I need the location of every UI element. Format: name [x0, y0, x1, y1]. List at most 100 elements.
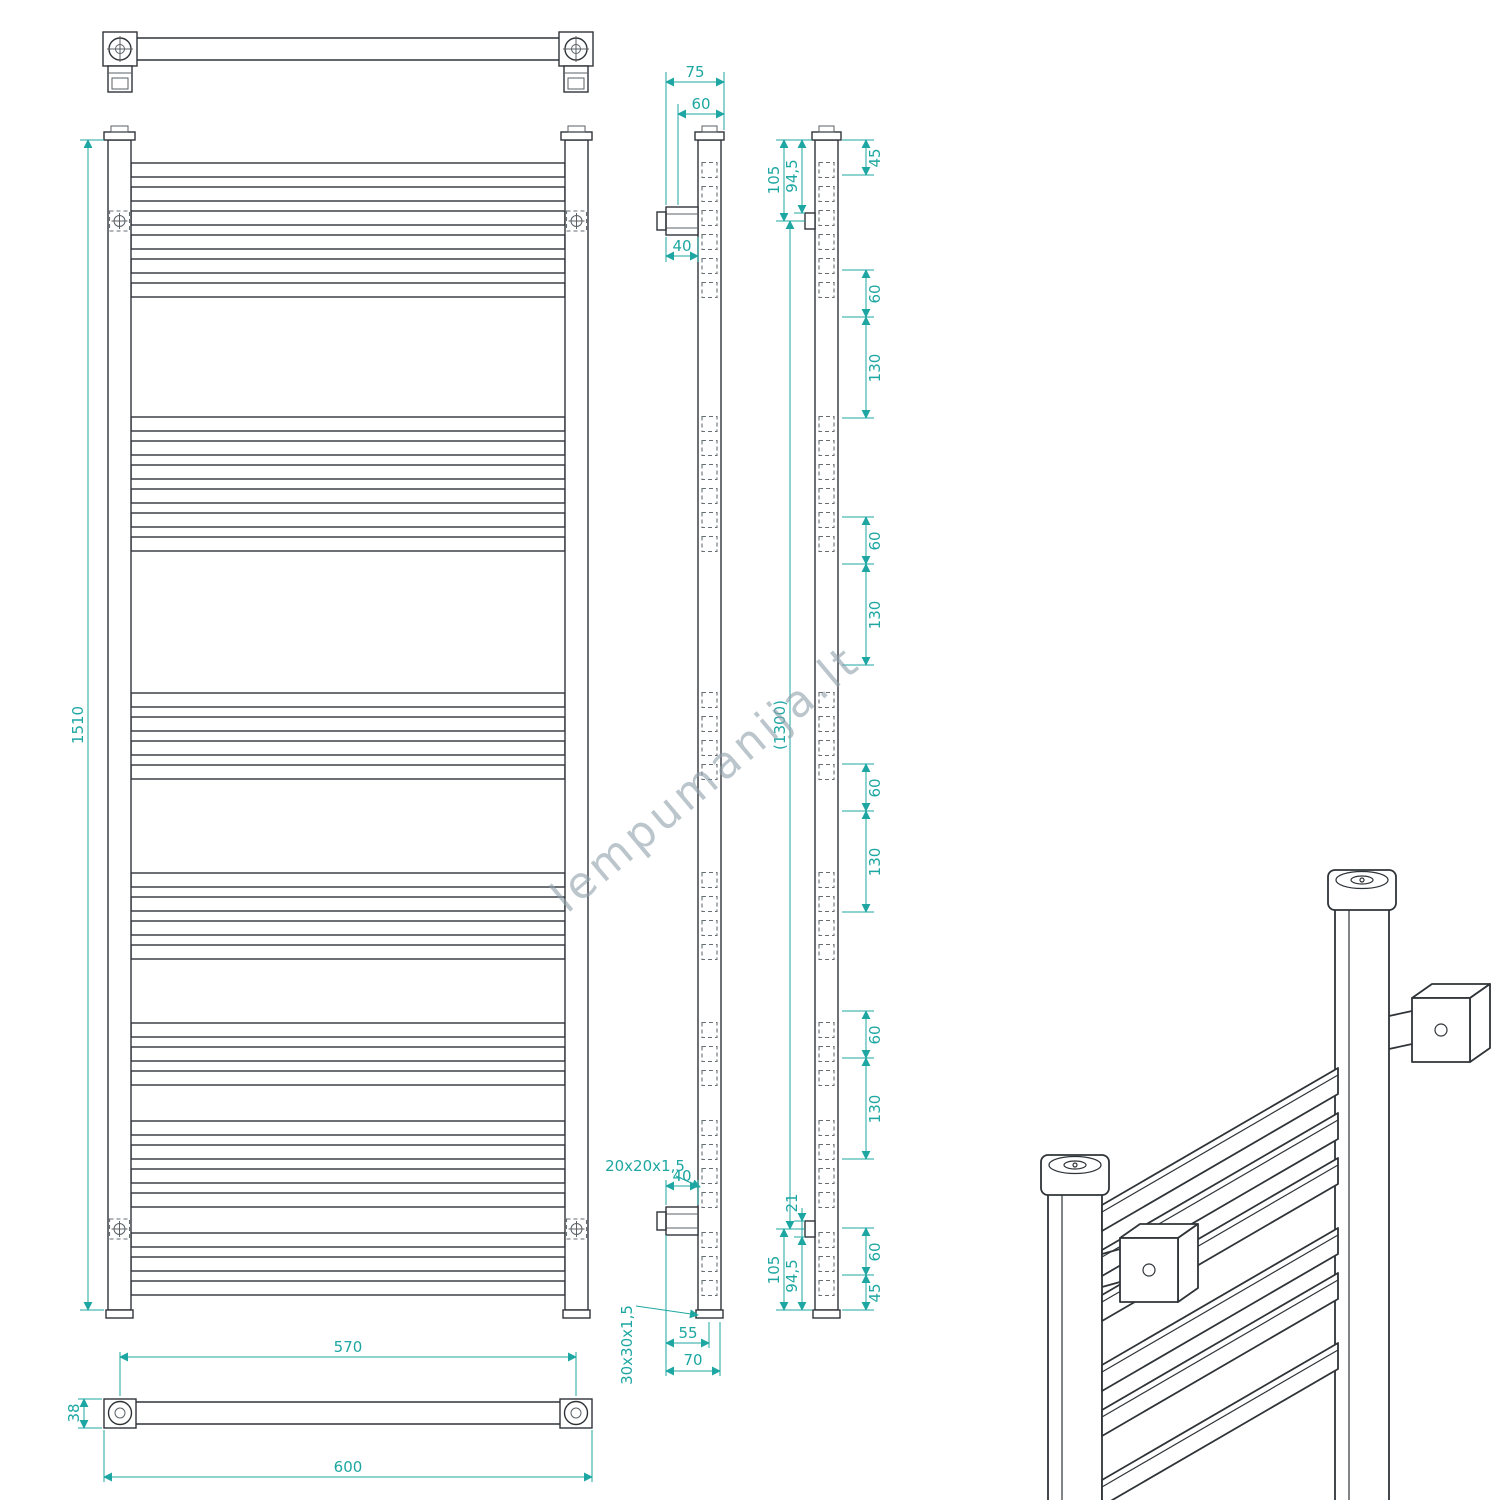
rung-end-mark — [701, 715, 718, 733]
dim-top-945: 94,5 — [783, 139, 807, 214]
rung — [130, 1192, 566, 1208]
chain-label-4: 130 — [866, 601, 884, 630]
rung — [130, 1144, 566, 1160]
rung-end-mark — [818, 1119, 835, 1137]
rung-end-mark — [701, 511, 718, 529]
rung-end-mark — [701, 1119, 718, 1137]
dim-label-20x20: 20x20x1,5 — [605, 1157, 685, 1175]
rung-end-mark — [701, 1191, 718, 1209]
rung-end-mark — [818, 1045, 835, 1063]
front-rungs — [130, 162, 566, 1296]
rung-end-mark — [701, 1231, 718, 1249]
rung — [130, 258, 566, 274]
rung — [130, 282, 566, 298]
rung-end-mark — [818, 281, 835, 299]
chain-label-3: 60 — [866, 531, 884, 550]
bracket-mark — [565, 1218, 588, 1240]
rung — [130, 1168, 566, 1184]
chain-label-6: 130 — [866, 848, 884, 877]
rung-end-mark — [818, 233, 835, 251]
rung-end-mark — [818, 1255, 835, 1273]
iso-bracket-left — [1101, 1223, 1199, 1303]
rung-end-mark — [818, 739, 835, 757]
rung — [130, 896, 566, 912]
rung-end-mark — [818, 257, 835, 275]
iso-post-back — [1327, 869, 1397, 1500]
rung-end-mark — [818, 763, 835, 781]
rung-end-mark — [701, 1255, 718, 1273]
rung-end-mark — [701, 1143, 718, 1161]
rung — [130, 692, 566, 708]
dim-bracket-depth-top: 40 — [665, 237, 699, 262]
rung-end-mark — [701, 943, 718, 961]
bottom-view: 570 600 38 — [65, 1338, 593, 1482]
bracket-mark — [565, 210, 588, 232]
rung-end-mark — [818, 871, 835, 889]
rung-end-mark — [701, 281, 718, 299]
rung-end-mark — [701, 1021, 718, 1039]
bolt-icon — [111, 77, 129, 90]
rung-end-mark — [818, 487, 835, 505]
dim-bottom-55: 55 — [665, 1235, 710, 1376]
top-view — [102, 31, 594, 93]
dim-label-570: 570 — [334, 1338, 363, 1356]
rung-end-mark — [818, 1069, 835, 1087]
rung-end-mark — [701, 233, 718, 251]
chain-label-0: 45 — [866, 148, 884, 167]
rung-end-mark — [818, 1167, 835, 1185]
dim-tube-face-depth-top: 60 — [677, 95, 725, 205]
dim-label-105-top: 105 — [765, 166, 783, 195]
rung-end-mark — [818, 415, 835, 433]
rung — [130, 1070, 566, 1086]
dim-label-945-top: 94,5 — [783, 159, 801, 192]
rung — [130, 536, 566, 552]
rung-end-mark — [818, 715, 835, 733]
chain-label-2: 130 — [866, 354, 884, 383]
rung-end-mark — [701, 1045, 718, 1063]
vent-plug-icon — [1359, 877, 1365, 883]
chain-label-10: 45 — [866, 1283, 884, 1302]
dim-label-30x30: 30x30x1,5 — [618, 1305, 636, 1385]
rung-end-mark — [701, 1167, 718, 1185]
rung — [130, 920, 566, 936]
pipe-end-body — [559, 1398, 593, 1429]
rung — [130, 872, 566, 888]
top-view-brackets — [102, 31, 594, 93]
profile-view: 75 60 40 40 20x20x1,5 55 — [605, 63, 725, 1385]
dim-label-70: 70 — [683, 1351, 702, 1369]
rung-end-mark — [701, 257, 718, 275]
rung-end-mark — [818, 1279, 835, 1297]
dim-label-75: 75 — [685, 63, 704, 81]
label-rung-tube-spec: 20x20x1,5 — [605, 1157, 701, 1188]
dim-label-945-bottom: 94,5 — [783, 1259, 801, 1292]
rung-end-mark — [701, 763, 718, 781]
rung-end-mark — [701, 739, 718, 757]
dim-label-55: 55 — [678, 1324, 697, 1342]
pitch-view: 94,5 105 (1300) 21 94,5 105 45 — [765, 125, 884, 1319]
dim-label-38: 38 — [65, 1403, 83, 1422]
front-posts — [103, 125, 593, 1319]
rung-end-mark — [701, 415, 718, 433]
front-bracket-marks — [108, 210, 588, 1240]
iso-rung — [1101, 1342, 1339, 1500]
rung — [130, 1232, 566, 1248]
rung-end-mark — [818, 161, 835, 179]
vent-plug-icon — [1072, 1162, 1078, 1168]
rung-end-mark — [818, 691, 835, 709]
dim-bracket-thickness: 21 — [783, 1193, 807, 1250]
rung-end-mark — [701, 895, 718, 913]
rung — [130, 186, 566, 202]
rung — [130, 1256, 566, 1272]
dim-top-105: 105 — [765, 139, 789, 222]
rung-end-mark — [701, 1279, 718, 1297]
dim-overall-width: 600 — [103, 1430, 593, 1482]
iso-bracket-right — [1388, 983, 1491, 1063]
profile-post — [694, 125, 725, 1319]
chain-label-5: 60 — [866, 778, 884, 797]
bracket-mark — [108, 1218, 131, 1240]
rung-end-mark — [818, 439, 835, 457]
pitch-bracket-bottom — [804, 1220, 816, 1238]
rung-end-mark — [818, 943, 835, 961]
rung-end-mark — [701, 535, 718, 553]
